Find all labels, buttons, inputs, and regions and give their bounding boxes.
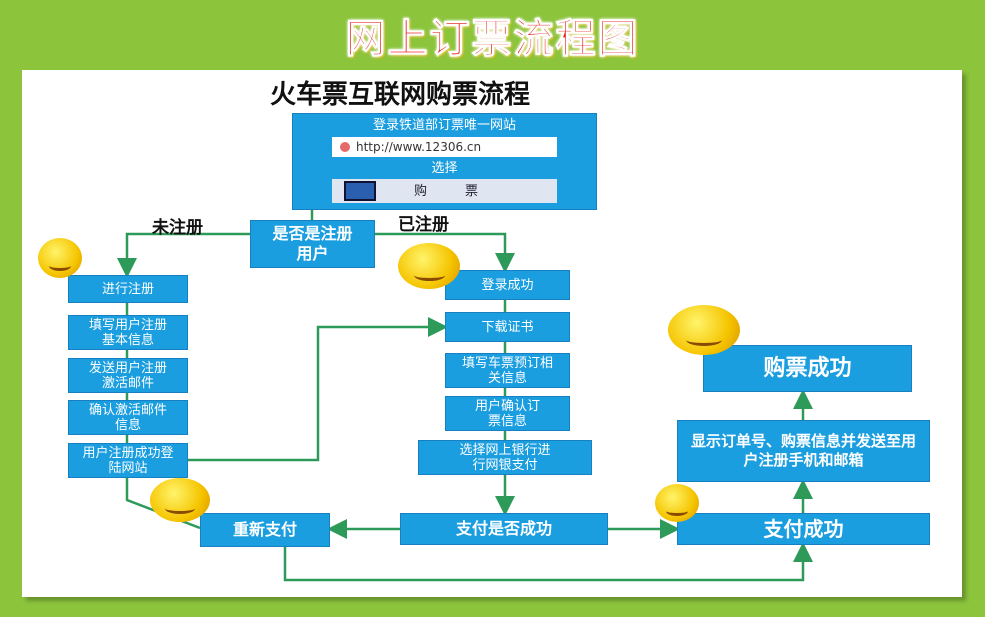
left-step: 用户注册成功登陆网站 (68, 443, 188, 478)
repay-box: 重新支付 (200, 513, 330, 547)
smiley-icon (655, 484, 699, 522)
smiley-icon (398, 243, 460, 289)
browser-icon (340, 142, 350, 152)
website-heading: 登录铁道部订票唯一网站 (372, 118, 516, 133)
diagram-subtitle: 火车票互联网购票流程 (270, 80, 531, 110)
order-notify-box: 显示订单号、购票信息并发送至用户注册手机和邮箱 (677, 420, 930, 482)
right-step: 登录成功 (445, 270, 570, 300)
left-step: 发送用户注册激活邮件 (68, 358, 188, 393)
website-box: 登录铁道部订票唯一网站 http://www.12306.cn 选择 购票 (292, 113, 597, 210)
label-registered: 已注册 (398, 215, 449, 235)
payment-check: 支付是否成功 (400, 513, 608, 545)
label-unregistered: 未注册 (152, 218, 203, 238)
right-step: 填写车票预订相关信息 (445, 353, 570, 388)
right-step: 用户确认订票信息 (445, 396, 570, 431)
left-step: 进行注册 (68, 275, 188, 303)
payment-success: 支付成功 (677, 513, 930, 545)
buy-ticket-button[interactable]: 购票 (332, 179, 557, 203)
smiley-icon (150, 478, 210, 522)
url-bar[interactable]: http://www.12306.cn (332, 137, 557, 157)
left-step: 填写用户注册基本信息 (68, 315, 188, 350)
smiley-icon (668, 305, 740, 355)
url-text: http://www.12306.cn (356, 139, 482, 154)
right-step: 选择网上银行进行网银支付 (418, 440, 592, 475)
left-step: 确认激活邮件信息 (68, 400, 188, 435)
right-step: 下载证书 (445, 312, 570, 342)
choose-label: 选择 (431, 161, 458, 176)
decision-registered-user: 是否是注册用户 (250, 220, 375, 268)
buy-label-2: 票 (465, 183, 479, 199)
monitor-icon (344, 181, 376, 201)
smiley-icon (38, 238, 82, 278)
purchase-success: 购票成功 (703, 345, 912, 392)
buy-label-1: 购 (414, 183, 428, 199)
page-title: 网上订票流程图 (345, 16, 640, 63)
